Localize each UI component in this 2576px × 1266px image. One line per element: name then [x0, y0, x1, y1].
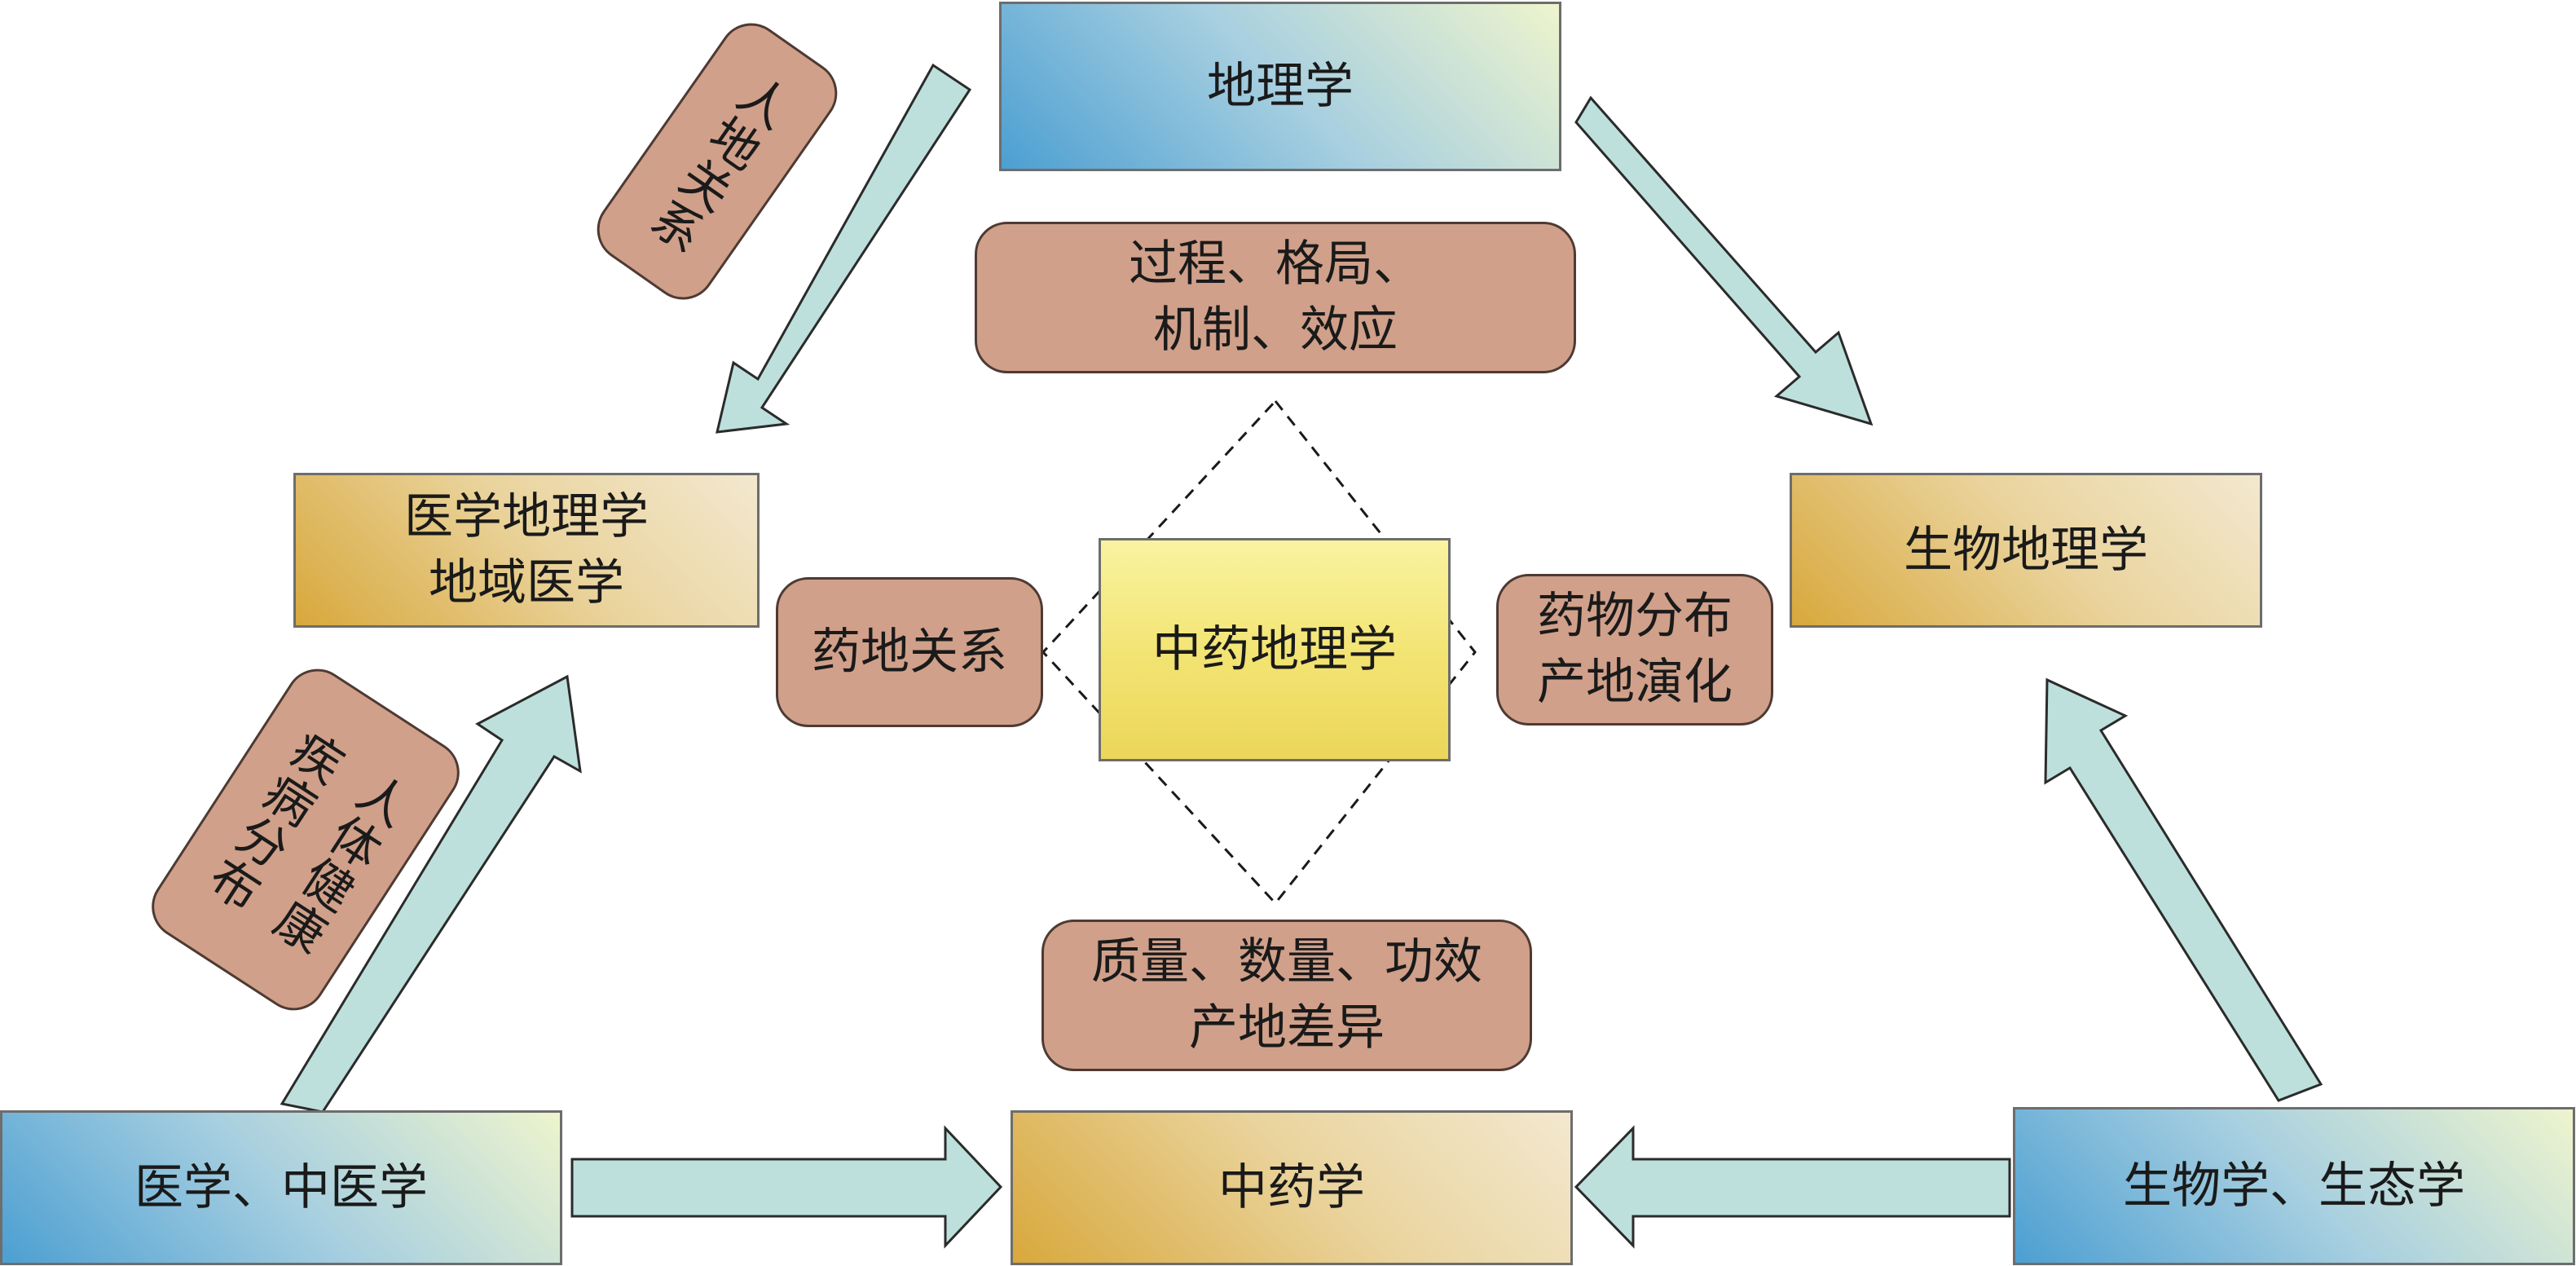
- arrow-geography-to-biogeography: [1574, 95, 1874, 426]
- medicine-label: 医学、中医学: [134, 1158, 428, 1216]
- tag-quality: 质量、数量、功效 产地差异: [1041, 920, 1532, 1071]
- tag-drug-land: 药地关系: [776, 577, 1043, 727]
- tag-drug-land-label: 药地关系: [812, 623, 1007, 681]
- arrow-geography-to-medical-geography: [716, 63, 972, 434]
- tag-quality-line-2: 产地差异: [1189, 999, 1385, 1056]
- tag-quality-line-1: 质量、数量、功效: [1091, 933, 1482, 990]
- biogeography-label: 生物地理学: [1904, 521, 2148, 579]
- medicine-box: 医学、中医学: [0, 1110, 562, 1265]
- geography-box: 地理学: [999, 2, 1561, 171]
- tag-distribution-line-2: 产地演化: [1537, 654, 1733, 711]
- arrow-biology-to-biogeography: [2044, 677, 2323, 1102]
- tag-process-line-2: 机制、效应: [1153, 302, 1398, 359]
- medical-geography-label: 医学地理学: [404, 488, 649, 545]
- geography-label: 地理学: [1207, 57, 1354, 115]
- regional-medicine-label: 地域医学: [429, 554, 624, 611]
- biogeography-box: 生物地理学: [1790, 473, 2262, 628]
- tag-distribution-line-1: 药物分布: [1537, 588, 1733, 645]
- center-label: 中药地理学: [1152, 620, 1397, 678]
- biology-label: 生物学、生态学: [2123, 1157, 2465, 1215]
- arrow-biology-to-chinese-pharmacy: [1574, 1125, 2011, 1249]
- biology-box: 生物学、生态学: [2013, 1107, 2575, 1265]
- arrow-medicine-to-chinese-pharmacy: [570, 1125, 1003, 1249]
- medical-geography-box: 医学地理学 地域医学: [293, 473, 760, 628]
- chinese-pharmacy-box: 中药学: [1011, 1110, 1573, 1265]
- center-box: 中药地理学: [1099, 538, 1451, 761]
- chinese-pharmacy-label: 中药学: [1218, 1158, 1365, 1216]
- arrow-medicine-to-medical-geography: [280, 674, 582, 1114]
- tag-distribution: 药物分布 产地演化: [1496, 574, 1773, 726]
- tag-process-line-1: 过程、格局、: [1129, 236, 1422, 293]
- tag-process-pattern: 过程、格局、 机制、效应: [975, 222, 1576, 373]
